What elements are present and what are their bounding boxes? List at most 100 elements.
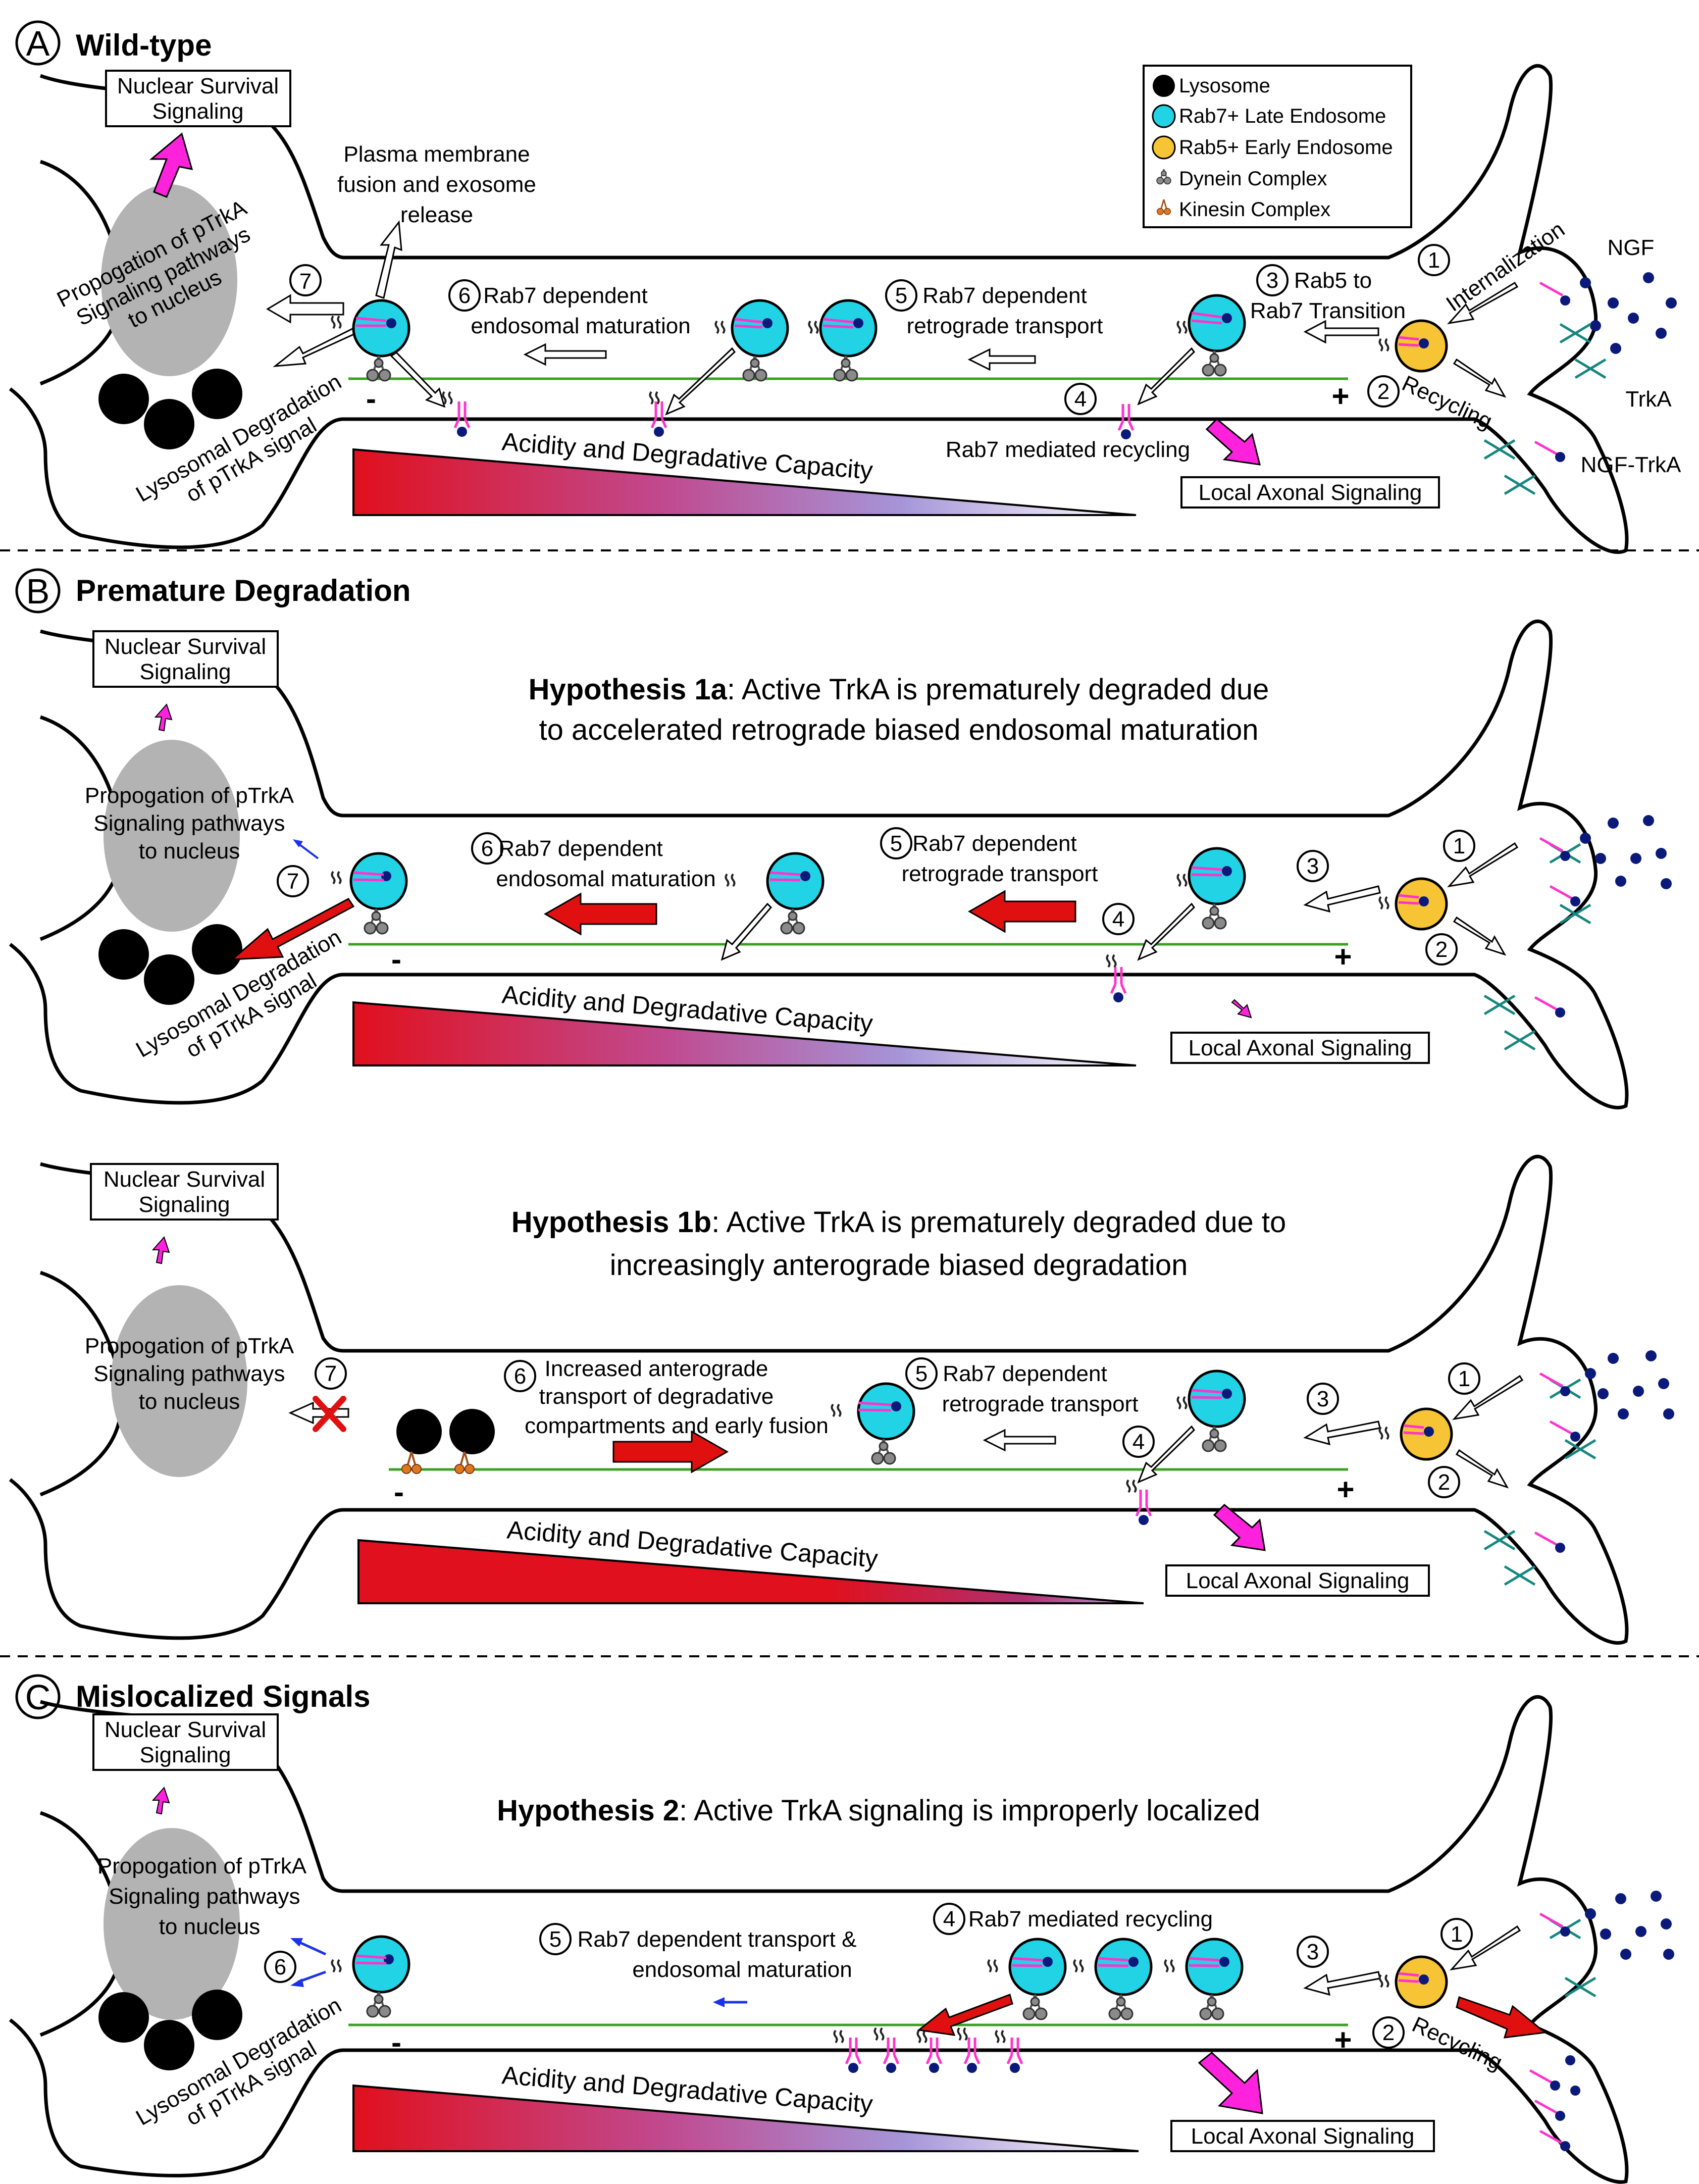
minus-end-label: - <box>394 1475 404 1509</box>
dynein-motor <box>1202 350 1227 377</box>
step-1-marker <box>1448 1362 1480 1395</box>
ngf-molecules <box>1585 1891 1674 1960</box>
plus-end-label: + <box>1334 940 1352 974</box>
minus-end-label: - <box>391 942 401 976</box>
nucleus <box>104 1828 240 2020</box>
step-2-marker <box>1367 375 1400 408</box>
step-3-marker <box>1297 850 1329 882</box>
trka-receptor <box>1505 1031 1535 1049</box>
dynein-motor <box>780 908 805 935</box>
step-1-arrow <box>1452 1375 1524 1420</box>
membrane-receptor <box>1111 967 1125 1002</box>
step-4-marker <box>933 1903 965 1935</box>
nuclear-survival-box <box>92 1713 279 1771</box>
lysosome <box>449 1409 495 1454</box>
legend-label: Kinesin Complex <box>1179 198 1330 221</box>
step-6-number: 6 <box>458 283 471 308</box>
trka-receptor <box>1505 476 1535 494</box>
step-2-marker <box>1425 933 1458 966</box>
step-3-arrow <box>1303 320 1379 344</box>
local-axonal-box <box>1170 1032 1430 1064</box>
step-4-arrow <box>1137 902 1195 961</box>
red-step-5-arrow <box>967 890 1076 933</box>
minus-end-label: - <box>366 382 376 416</box>
trka-label: TrkA <box>1625 387 1672 412</box>
lysosome <box>144 954 194 1005</box>
dynein-motor <box>1202 903 1227 930</box>
panel-a-title: Wild-type <box>76 28 212 62</box>
weak-signal-arrow <box>297 842 319 859</box>
legend-label: Dynein Complex <box>1179 168 1327 190</box>
recycle-arrow <box>665 347 736 416</box>
step-5-arrow <box>983 1429 1056 1452</box>
local-signal-arrow <box>1213 1503 1266 1551</box>
step-6-arrow <box>523 343 607 366</box>
panel-letter-a: A <box>26 24 50 63</box>
exosome-arrow <box>375 220 402 299</box>
nuclear-survival-box <box>92 630 279 688</box>
panel-b-hypothesis-1a: B Premature Degradation Hypothesis 1a: A… <box>9 568 1672 1109</box>
lysosome <box>192 1990 242 2040</box>
step-3-number: 3 <box>1266 268 1278 293</box>
local-axonal-box <box>1180 476 1440 509</box>
hypothesis-2-text: Hypothesis 2: Active TrkA signaling is i… <box>497 1794 1260 1827</box>
dynein-motor <box>1202 1426 1227 1452</box>
step-7-marker <box>289 264 322 296</box>
nuclear-survival-box <box>90 1163 279 1221</box>
step-1-arrow <box>1450 1925 1521 1971</box>
plus-end-label: + <box>1336 1472 1354 1506</box>
step-5-number: 5 <box>915 1361 928 1386</box>
panel-b-hypothesis-1b: Hypothesis 1b: Active TrkA is prematurel… <box>9 1155 1674 1645</box>
step-5-number: 5 <box>895 283 907 308</box>
panel-letter-c-circle <box>15 1674 61 1719</box>
nuclear-survival-box <box>105 70 291 127</box>
step-1-number: 1 <box>1453 834 1465 858</box>
acidity-gradient <box>357 1539 1144 1604</box>
acidity-gradient <box>352 448 1137 516</box>
step-3-arrow <box>1303 885 1381 913</box>
step-3-number: 3 <box>1307 854 1319 879</box>
lysosome <box>98 929 149 980</box>
blocked-arrow <box>288 1401 349 1425</box>
accelerated-degradation-arrow <box>230 898 355 960</box>
lysosome <box>192 369 242 419</box>
step-6-marker <box>504 1360 536 1392</box>
red-step-6-arrow <box>543 892 657 936</box>
local-signal-arrow <box>1205 418 1261 466</box>
step-7-number: 7 <box>325 1361 337 1386</box>
rab7-recycling-label: Rab7 mediated recycling <box>946 437 1190 462</box>
step-1-arrow <box>1447 281 1519 325</box>
step-4-marker <box>1102 903 1135 935</box>
legend: Lysosome Rab7+ Late Endosome Rab5+ Early… <box>1143 65 1412 228</box>
cell-membrane-upper <box>9 1695 1629 2184</box>
step-2-number: 2 <box>1438 1470 1450 1495</box>
hypothesis-1b-text: Hypothesis 1b: Active TrkA is prematurel… <box>511 1206 1286 1239</box>
step-6-marker <box>264 1951 296 1983</box>
step-1-label: Internalization <box>1441 217 1569 316</box>
panel-letter-b-circle <box>15 568 61 614</box>
acidity-gradient <box>352 2084 1139 2152</box>
step-4-arrow <box>1137 347 1195 405</box>
step-2-number: 2 <box>1377 379 1389 404</box>
legend-label: Rab7+ Late Endosome <box>1179 105 1386 127</box>
ngf-dot <box>386 318 396 328</box>
weak-signal-arrows <box>290 1938 327 1987</box>
step-6-number: 6 <box>514 1364 526 1389</box>
ngf-molecules <box>1580 815 1672 889</box>
step-5-arrow <box>967 348 1036 371</box>
step-4-marker <box>1064 383 1097 415</box>
fusion-arrow <box>390 351 446 408</box>
step-3-arrow <box>1303 1971 1381 1996</box>
nuclear-signal-arrow <box>151 1787 170 1815</box>
step-1-number: 1 <box>1458 1366 1470 1391</box>
plus-end-label: + <box>1334 2023 1352 2057</box>
nuclear-signal-arrow <box>149 132 193 198</box>
step-2-marker <box>1372 2016 1405 2049</box>
